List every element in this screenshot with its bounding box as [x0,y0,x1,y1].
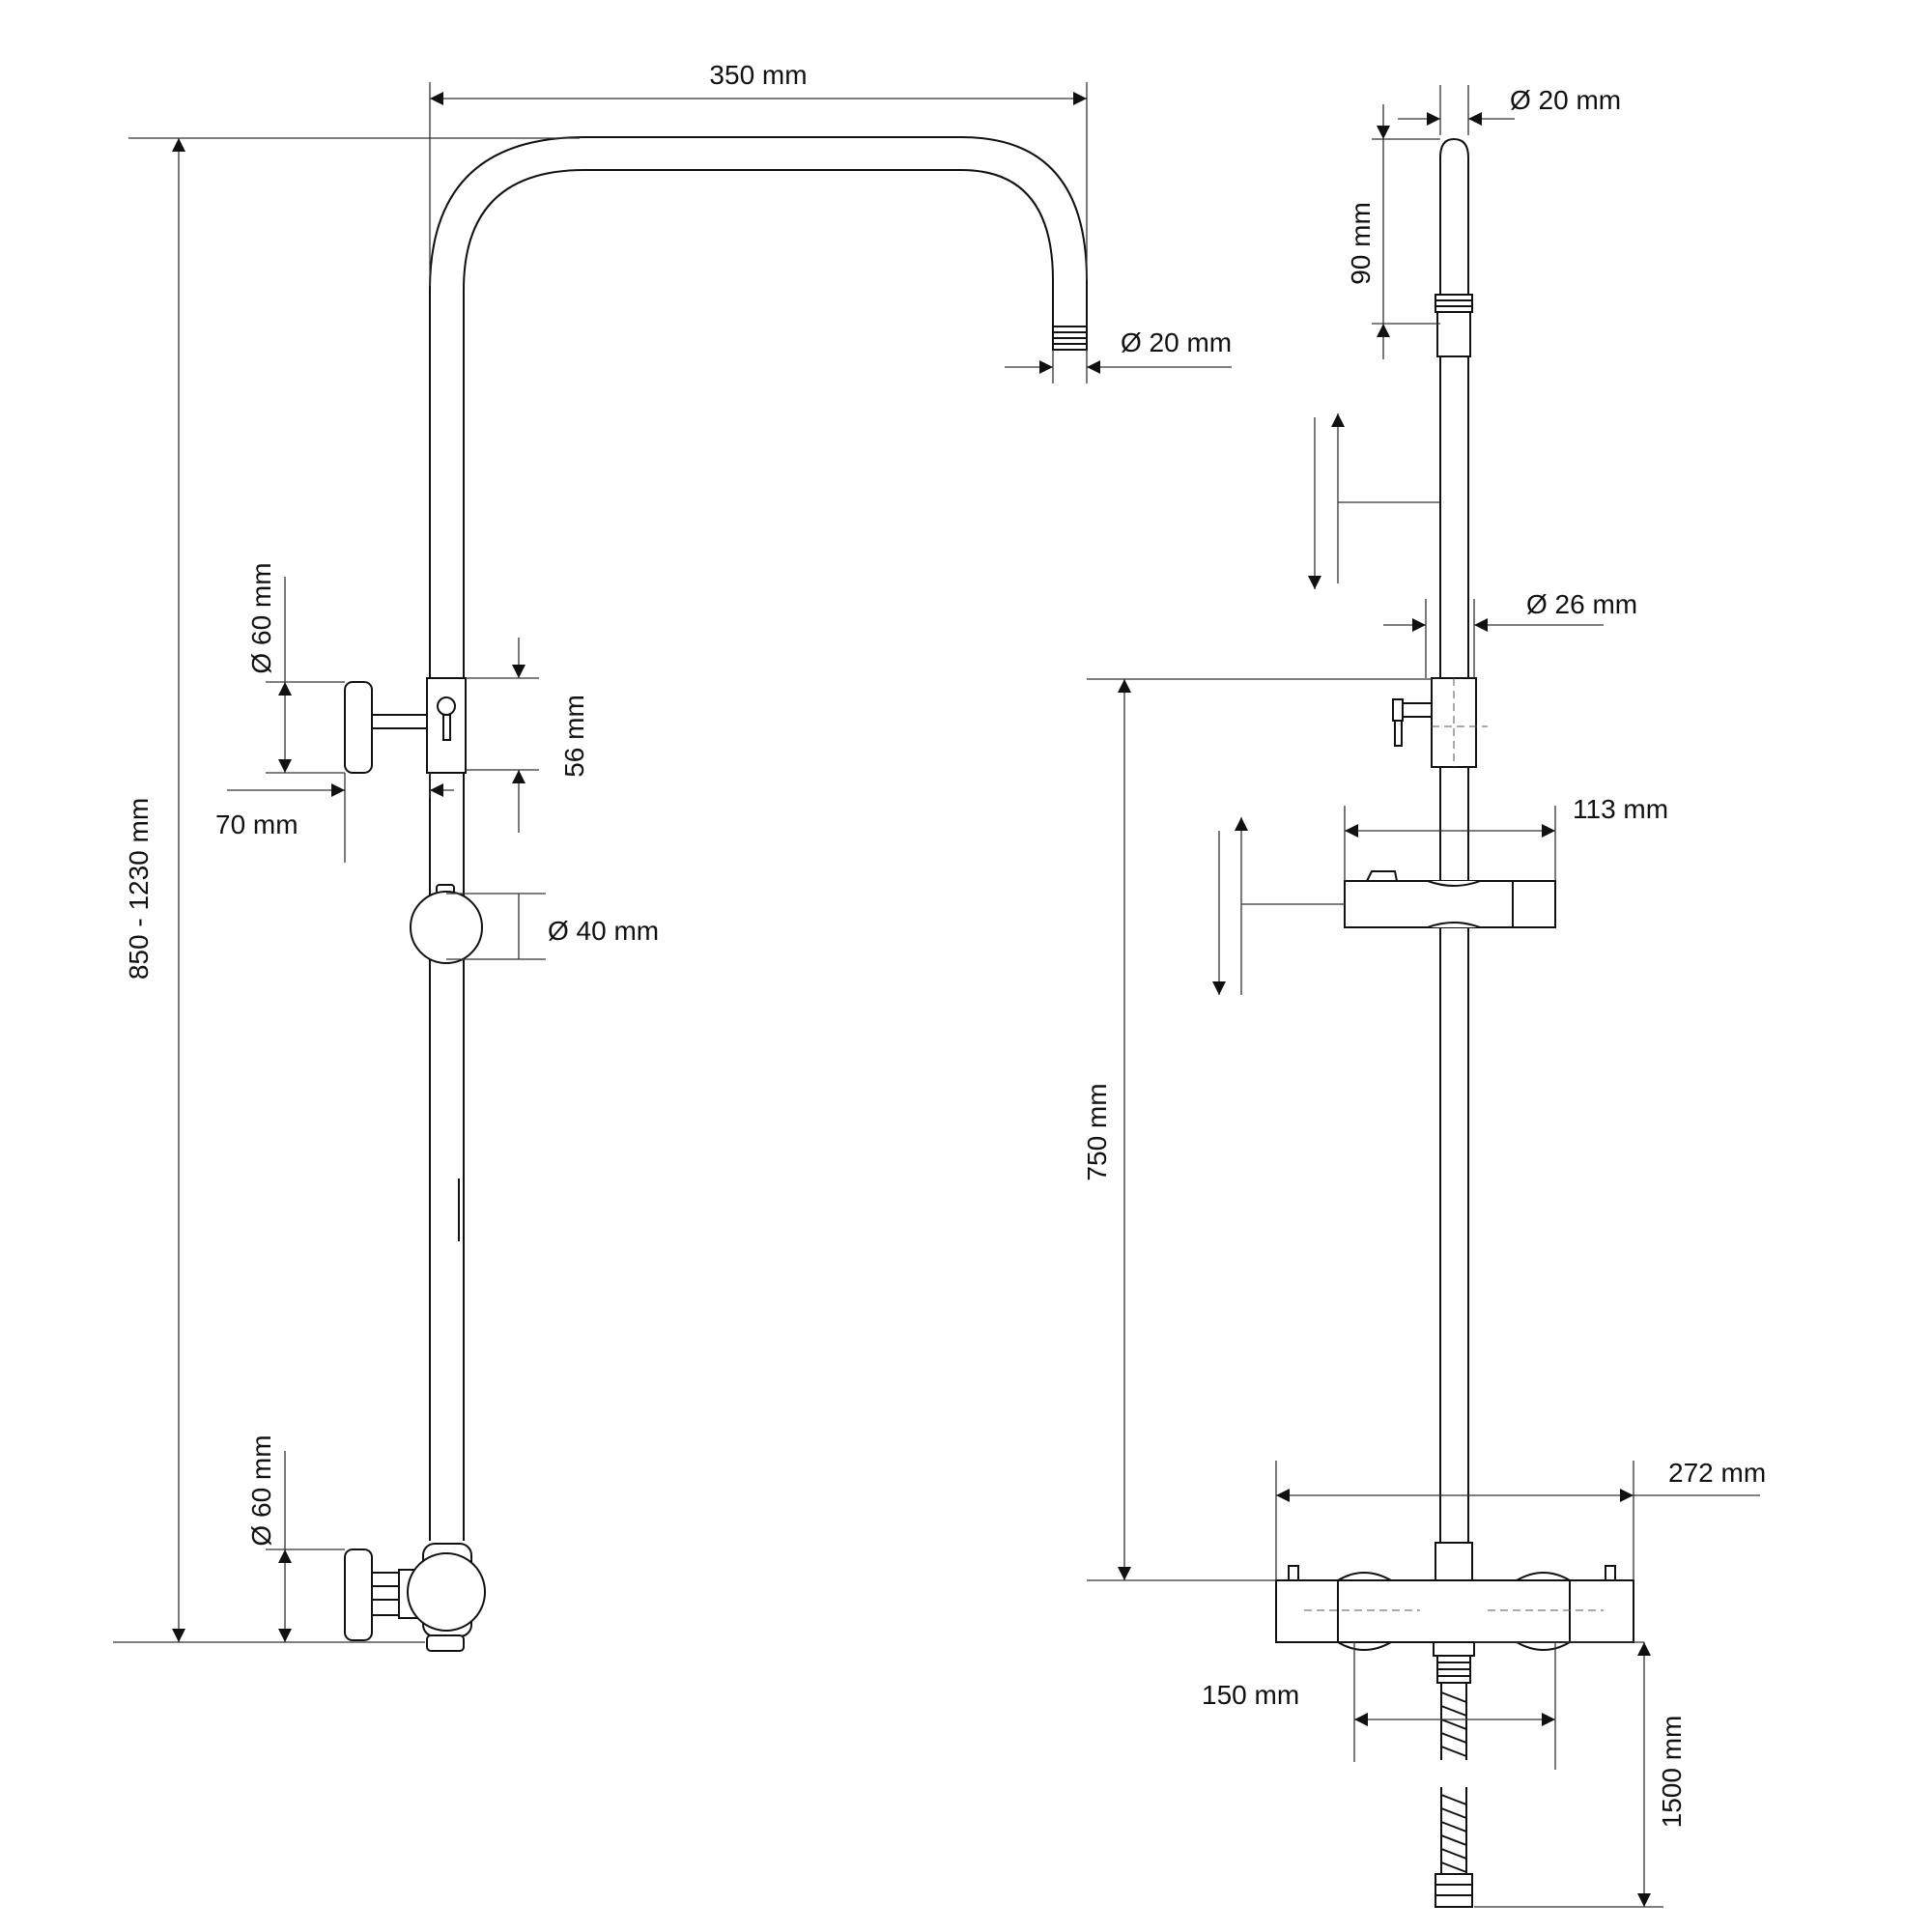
dim-rail-dia: Ø 26 mm [1526,589,1637,619]
upper-holder-arm [371,714,431,729]
dim-total-height: 850 - 1230 mm [124,798,154,980]
dim-hose-length: 1500 mm [1657,1716,1687,1829]
shower-arm-pipe [429,136,1088,1541]
mixer-side-knob [407,1552,486,1632]
dim-holder-width: 113 mm [1573,794,1668,824]
front-view: Ø 20 mm 90 mm Ø 26 mm 113 mm 750 mm [1082,85,1766,1908]
hose-nut-bottom [1435,1873,1473,1908]
hose-braid-upper [1440,1691,1467,1757]
dim-lower-flange-dia: Ø 60 mm [246,1435,276,1546]
lower-wall-flange [344,1548,373,1641]
side-view: 350 mm Ø 20 mm 850 - 1230 mm Ø 60 mm 56 … [113,60,1232,1652]
upper-wall-flange [344,681,373,774]
dim-rail-length: 750 mm [1082,1083,1112,1180]
dim-arm-reach: 350 mm [709,60,807,90]
dim-arm-outlet-dia: Ø 20 mm [1121,327,1232,357]
dim-upper-flange-dia: Ø 60 mm [246,562,276,673]
top-tube [1439,137,1469,295]
mixer-front-body [1275,1579,1634,1643]
front-handset-holder [1344,880,1556,928]
slider-knob [410,891,483,964]
holder-screw-icon [437,696,456,716]
dim-mixer-width: 272 mm [1668,1458,1766,1488]
dim-inlet-spacing: 150 mm [1202,1680,1299,1710]
dim-holder-height: 56 mm [559,695,589,778]
dim-side-top-length: 90 mm [1346,202,1376,285]
hose-nut-top [1433,1641,1475,1657]
hose-braid-lower [1440,1794,1467,1873]
dim-side-top-dia: Ø 20 mm [1510,85,1621,115]
dim-slider-dia: Ø 40 mm [548,916,659,946]
dim-wall-offset: 70 mm [215,810,298,839]
mixer-top-stub [1435,1542,1473,1581]
